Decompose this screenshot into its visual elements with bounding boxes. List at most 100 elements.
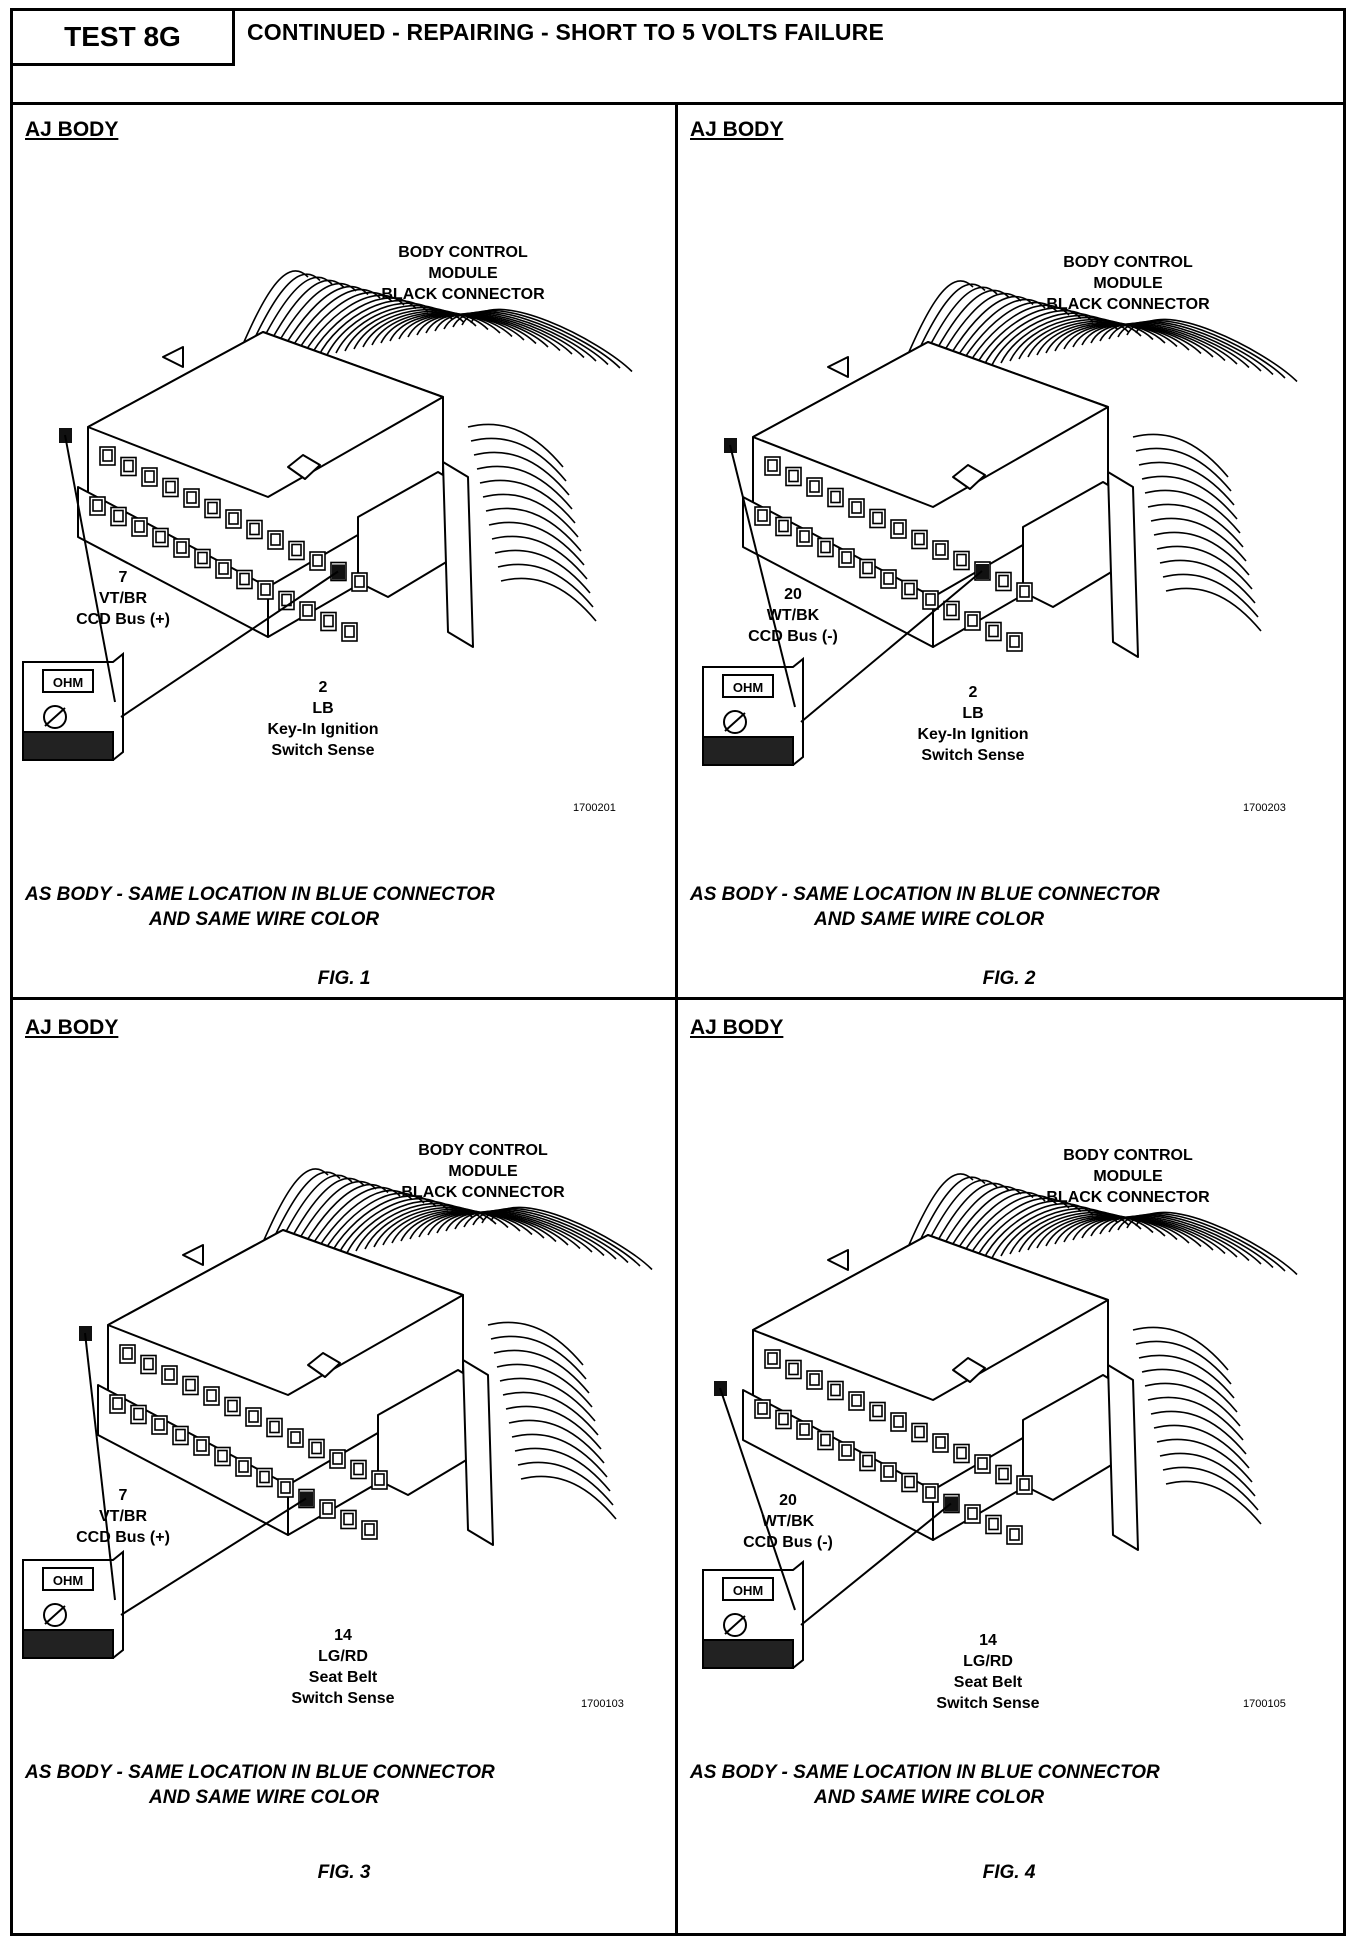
probe-lead-b bbox=[800, 1502, 952, 1626]
connector-illustration: OHM bbox=[702, 1173, 1298, 1669]
note-line-2: AND SAME WIRE COLOR bbox=[814, 1787, 1045, 1808]
part-number: 1700203 bbox=[1243, 802, 1286, 814]
wire-a-label-line: WT/BK bbox=[761, 1513, 815, 1530]
note: AS BODY - SAME LOCATION IN BLUE CONNECTO… bbox=[690, 882, 1160, 932]
connector-label-line: BODY CONTROL bbox=[398, 244, 528, 261]
wire-a-label-line: 7 bbox=[118, 569, 128, 586]
wire-b-label-line: Switch Sense bbox=[936, 1695, 1040, 1712]
figure-caption: FIG. 1 bbox=[317, 968, 371, 989]
connector-label: BODY CONTROL MODULE BLACK CONNECTOR bbox=[1013, 1145, 1243, 1208]
connector-cavities bbox=[754, 1349, 1033, 1545]
figure-caption: FIG. 4 bbox=[982, 1862, 1036, 1883]
wire-a-label-line: VT/BR bbox=[99, 1508, 147, 1525]
ohmmeter: OHM bbox=[702, 1559, 804, 1669]
wire-b-label-line: Key-In Ignition bbox=[267, 721, 379, 738]
probe-lead-b bbox=[800, 570, 983, 723]
connector-label-line: MODULE bbox=[1093, 275, 1163, 292]
note: AS BODY - SAME LOCATION IN BLUE CONNECTO… bbox=[25, 882, 495, 932]
wire-b-label-line: LG/RD bbox=[963, 1653, 1013, 1670]
wire-b-label-line: LB bbox=[312, 700, 334, 717]
wire-b-label-line: 14 bbox=[979, 1632, 997, 1649]
connector-label-line: BODY CONTROL bbox=[418, 1142, 548, 1159]
wire-a-label-line: CCD Bus (+) bbox=[76, 1529, 170, 1546]
figure-caption: FIG. 3 bbox=[317, 1862, 371, 1883]
horizontal-divider bbox=[13, 997, 1343, 1000]
note-line-1: AS BODY - SAME LOCATION IN BLUE CONNECTO… bbox=[25, 1762, 495, 1783]
part-number: 1700201 bbox=[573, 802, 616, 814]
figure-caption: FIG. 2 bbox=[982, 968, 1036, 989]
connector-cavities bbox=[754, 456, 1033, 652]
note-line-2: AND SAME WIRE COLOR bbox=[814, 909, 1045, 930]
connector-illustration: OHM bbox=[22, 1168, 653, 1659]
connector-label-line: BODY CONTROL bbox=[1063, 254, 1193, 271]
part-number: 1700103 bbox=[581, 1698, 624, 1710]
wire-bundle bbox=[227, 270, 633, 622]
pin-b-marker bbox=[300, 1491, 313, 1507]
pin-b-marker bbox=[332, 564, 345, 580]
body-label: AJ BODY bbox=[25, 118, 119, 141]
wire-bundle bbox=[892, 1173, 1298, 1525]
probe-lead-b bbox=[120, 1497, 307, 1616]
connector-label-line: BLACK CONNECTOR bbox=[1046, 1189, 1210, 1206]
figure-panel-1: OHM AJ BODY BODY CONTROL MODULE BLACK CONNEC… bbox=[13, 102, 675, 994]
figure-panel-2: OHM AJ BODY BODY CONTROL MODULE BLACK CONNEC… bbox=[678, 102, 1340, 994]
wire-b-label-line: 14 bbox=[334, 1627, 352, 1644]
connector-label-line: MODULE bbox=[1093, 1168, 1163, 1185]
probe-lead-a bbox=[719, 1387, 796, 1611]
wire-a-label-line: VT/BR bbox=[99, 590, 147, 607]
connector-label-line: BLACK CONNECTOR bbox=[401, 1184, 565, 1201]
wire-b-label-line: Seat Belt bbox=[953, 1674, 1023, 1691]
connector-label-line: MODULE bbox=[428, 265, 498, 282]
wire-b-label-line: Seat Belt bbox=[308, 1669, 378, 1686]
note-line-1: AS BODY - SAME LOCATION IN BLUE CONNECTO… bbox=[690, 1762, 1160, 1783]
connector-label-line: BODY CONTROL bbox=[1063, 1147, 1193, 1164]
part-number: 1700105 bbox=[1243, 1698, 1286, 1710]
wire-a-label-line: CCD Bus (-) bbox=[748, 628, 838, 645]
ohmmeter: OHM bbox=[22, 1549, 124, 1659]
probe-lead-a bbox=[729, 444, 796, 708]
note-line-1: AS BODY - SAME LOCATION IN BLUE CONNECTO… bbox=[690, 884, 1160, 905]
wire-b-label-line: Switch Sense bbox=[271, 742, 375, 759]
connector-cavities bbox=[89, 446, 368, 642]
note: AS BODY - SAME LOCATION IN BLUE CONNECTO… bbox=[690, 1760, 1160, 1810]
pin-b-marker bbox=[945, 1496, 958, 1512]
wire-b-label-line: LG/RD bbox=[318, 1648, 368, 1665]
pin-b-marker bbox=[976, 564, 989, 579]
connector-label-line: BLACK CONNECTOR bbox=[381, 286, 545, 303]
connector-label: BODY CONTROL MODULE BLACK CONNECTOR bbox=[368, 1140, 598, 1203]
body-label: AJ BODY bbox=[690, 118, 784, 141]
connector-illustration: OHM bbox=[22, 270, 633, 761]
wire-b-label-line: Key-In Ignition bbox=[917, 726, 1029, 743]
connector-label: BODY CONTROL MODULE BLACK CONNECTOR bbox=[348, 242, 578, 305]
connector-label: BODY CONTROL MODULE BLACK CONNECTOR bbox=[1013, 252, 1243, 315]
ohmmeter: OHM bbox=[702, 656, 804, 766]
probe-lead-a bbox=[64, 434, 116, 703]
meter-display-text: OHM bbox=[733, 680, 763, 695]
wire-b-label-line: LB bbox=[962, 705, 984, 722]
note-line-2: AND SAME WIRE COLOR bbox=[149, 1787, 380, 1808]
wire-b-label-line: 2 bbox=[968, 684, 978, 701]
header: TEST 8G CONTINUED - REPAIRING - SHORT TO… bbox=[13, 11, 1343, 105]
test-id: TEST 8G bbox=[13, 11, 235, 66]
meter-display-text: OHM bbox=[733, 1583, 763, 1598]
diagram-sheet: TEST 8G CONTINUED - REPAIRING - SHORT TO… bbox=[10, 8, 1346, 1936]
wire-a-label-line: WT/BK bbox=[766, 607, 820, 624]
wire-a-label-line: CCD Bus (+) bbox=[76, 611, 170, 628]
meter-display-text: OHM bbox=[53, 675, 83, 690]
wire-a-label-line: CCD Bus (-) bbox=[743, 1534, 833, 1551]
probe-lead-b bbox=[120, 570, 339, 718]
vertical-divider bbox=[675, 102, 678, 1936]
wire-a-label-line: 20 bbox=[779, 1492, 797, 1509]
meter-display-text: OHM bbox=[53, 1573, 83, 1588]
connector-label-line: MODULE bbox=[448, 1163, 518, 1180]
connector-label-line: BLACK CONNECTOR bbox=[1046, 296, 1210, 313]
